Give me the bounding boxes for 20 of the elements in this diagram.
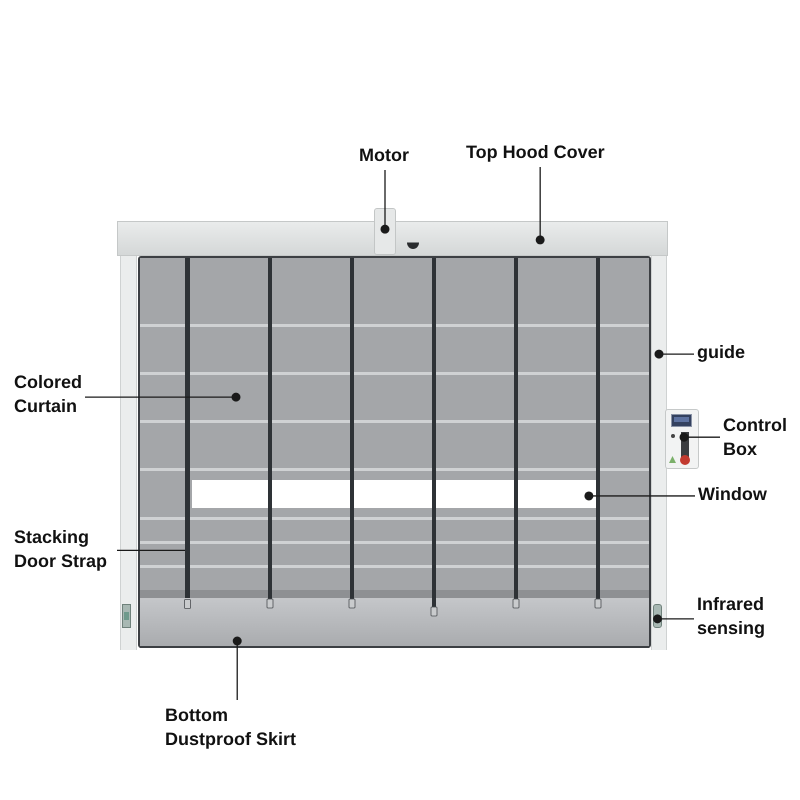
part-label: Colored Curtain (14, 370, 82, 418)
motor-block (374, 208, 396, 255)
top-hood (117, 221, 668, 256)
part-label: guide (697, 340, 745, 364)
part-label: Control Box (723, 413, 787, 461)
leader-line (653, 614, 694, 624)
bottom-skirt (140, 598, 649, 648)
leader-line (536, 167, 545, 244)
leader-line (232, 636, 242, 700)
guide-rail (651, 256, 667, 650)
control-box (665, 409, 699, 469)
part-label: Infrared sensing (697, 592, 766, 640)
leader-line (680, 432, 720, 442)
part-label: Bottom Dustproof Skirt (165, 703, 305, 751)
leader-line (380, 170, 390, 234)
leader-line (654, 350, 694, 359)
part-label: Top Hood Cover (466, 140, 605, 164)
part-label: Motor (359, 143, 409, 167)
part-label: Stacking Door Strap (14, 525, 114, 573)
part-label: Window (698, 482, 767, 506)
